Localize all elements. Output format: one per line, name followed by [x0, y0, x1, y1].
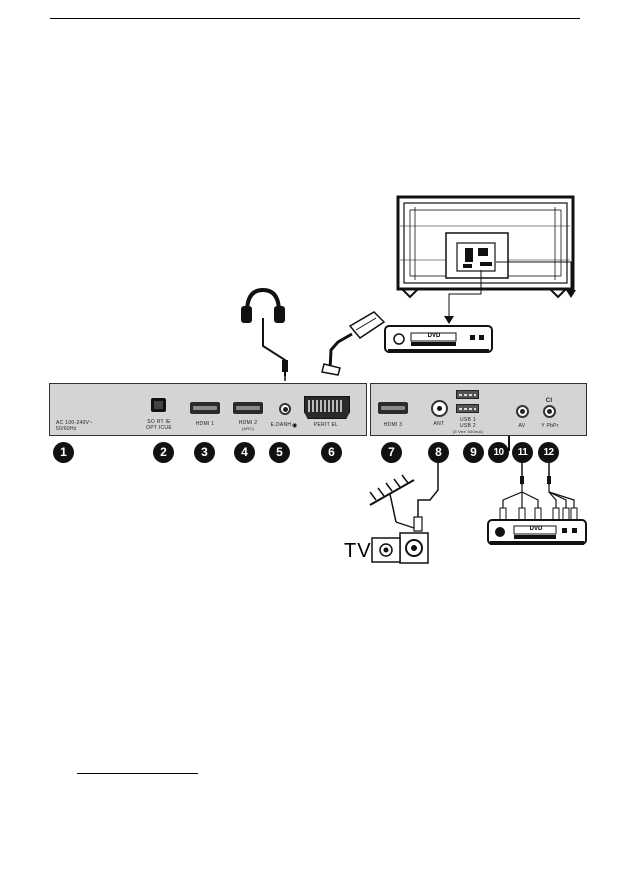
badge-3: 3	[194, 442, 215, 463]
ac-freq-label: 50/60Hz	[56, 426, 77, 432]
usb1-port[interactable]	[456, 390, 479, 399]
spdif-label-2: OPT ICUE	[146, 425, 172, 431]
ant-label: ANT	[433, 421, 445, 427]
earphone-jack[interactable]	[279, 403, 291, 415]
hdmi1-label: HDMI 1	[195, 421, 215, 427]
tv-caption: TV	[344, 540, 372, 562]
badge-5: 5	[269, 442, 290, 463]
spdif-label: SO RT IE	[147, 419, 171, 425]
badge-12: 12	[538, 442, 559, 463]
badge-4: 4	[234, 442, 255, 463]
scart-label: PERIT EL	[313, 422, 339, 428]
usb2-label: USB 2	[460, 423, 476, 429]
usb1-label: USB 1	[460, 417, 476, 423]
hdmi2-label: HDMI 2	[238, 420, 258, 426]
headphones	[241, 287, 288, 381]
av-jack[interactable]	[516, 405, 529, 418]
section-underline	[77, 773, 198, 774]
ci-label: CI	[545, 398, 553, 404]
left-connector-panel: AC 100-240V~ 50/60Hz SO RT IE OPT ICUE H…	[49, 383, 367, 436]
spdif-port-inner	[154, 401, 163, 409]
scart-cable	[321, 311, 386, 376]
badge-11: 11	[512, 442, 533, 463]
av-cables	[499, 460, 578, 521]
tv-back-illustration	[396, 195, 576, 324]
dvd-player-bottom	[487, 519, 587, 545]
ypbpr-jack[interactable]	[543, 405, 556, 418]
header-rule	[50, 18, 580, 19]
badge-2: 2	[153, 442, 174, 463]
badge-6: 6	[321, 442, 342, 463]
badge-9: 9	[463, 442, 484, 463]
hdmi2-sub-label: (ARC)	[241, 426, 255, 431]
usb2-sub-label: (5 Vee 500mA)	[452, 429, 484, 434]
dvd-top-label: DVD	[427, 333, 441, 339]
usb2-port[interactable]	[456, 404, 479, 413]
av-label: AV	[518, 423, 526, 429]
right-connector-panel: HDMI 3 ANT USB 1 USB 2 (5 Vee 500mA) AV …	[370, 383, 587, 436]
ypbpr-label: Y PbPr	[541, 423, 559, 429]
badge-1: 1	[53, 442, 74, 463]
ac-label: AC 100-240V~	[56, 420, 93, 426]
hdmi3-label: HDMI 3	[383, 422, 403, 428]
headphone-icon: ◉	[292, 423, 298, 429]
hdmi3-port[interactable]	[378, 402, 408, 414]
badge-7: 7	[381, 442, 402, 463]
badge-8: 8	[428, 442, 449, 463]
antenna-illustration	[369, 459, 439, 564]
badge-10: 10	[488, 442, 509, 463]
dvd-player-top	[384, 325, 493, 353]
hdmi1-port[interactable]	[190, 402, 220, 414]
hdmi2-port[interactable]	[233, 402, 263, 414]
earphone-label: E.DANH	[270, 422, 292, 428]
scart-pins	[308, 400, 344, 412]
antenna-port-pin	[437, 406, 442, 411]
dvd-bottom-label: DVD	[529, 526, 543, 532]
